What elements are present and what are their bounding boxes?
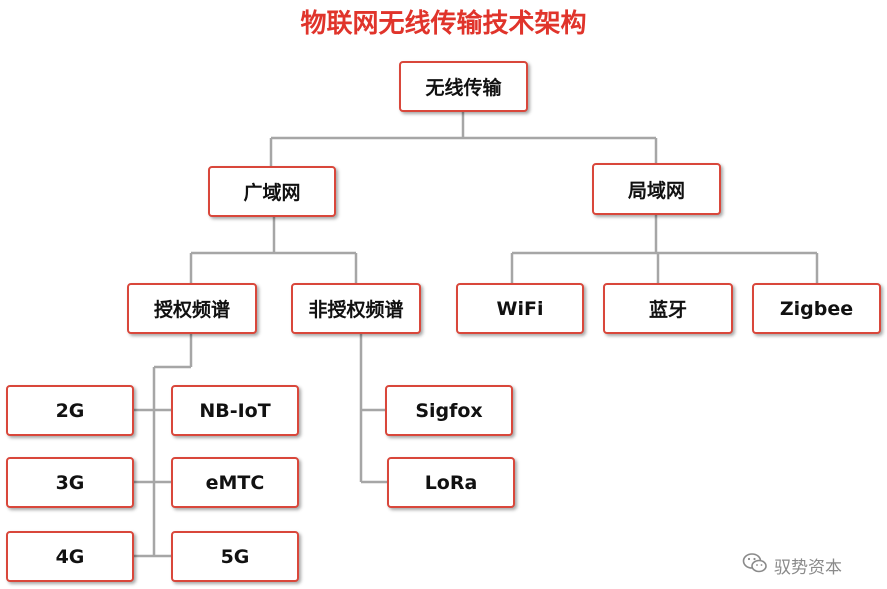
node-zigbee: Zigbee [752, 283, 881, 334]
node-wifi: WiFi [456, 283, 584, 334]
node-licensed-spectrum: 授权频谱 [127, 283, 257, 334]
node-4g: 4G [6, 531, 134, 582]
node-2g: 2G [6, 385, 134, 436]
node-sigfox: Sigfox [385, 385, 513, 436]
watermark: 驭势资本 [742, 552, 882, 578]
node-emtc: eMTC [171, 457, 299, 508]
diagram-title: 物联网无线传输技术架构 [300, 9, 587, 39]
node-lora: LoRa [387, 457, 515, 508]
node-wireless-transmission: 无线传输 [399, 61, 528, 112]
node-3g: 3G [6, 457, 134, 508]
node-local-area-network: 局域网 [592, 163, 721, 215]
node-bluetooth: 蓝牙 [603, 283, 733, 334]
node-5g: 5G [171, 531, 299, 582]
watermark-text: 驭势资本 [774, 557, 842, 578]
node-unlicensed-spectrum: 非授权频谱 [291, 283, 421, 334]
node-wide-area-network: 广域网 [208, 166, 336, 217]
node-nb-iot: NB-IoT [171, 385, 299, 436]
wechat-icon [742, 552, 768, 579]
